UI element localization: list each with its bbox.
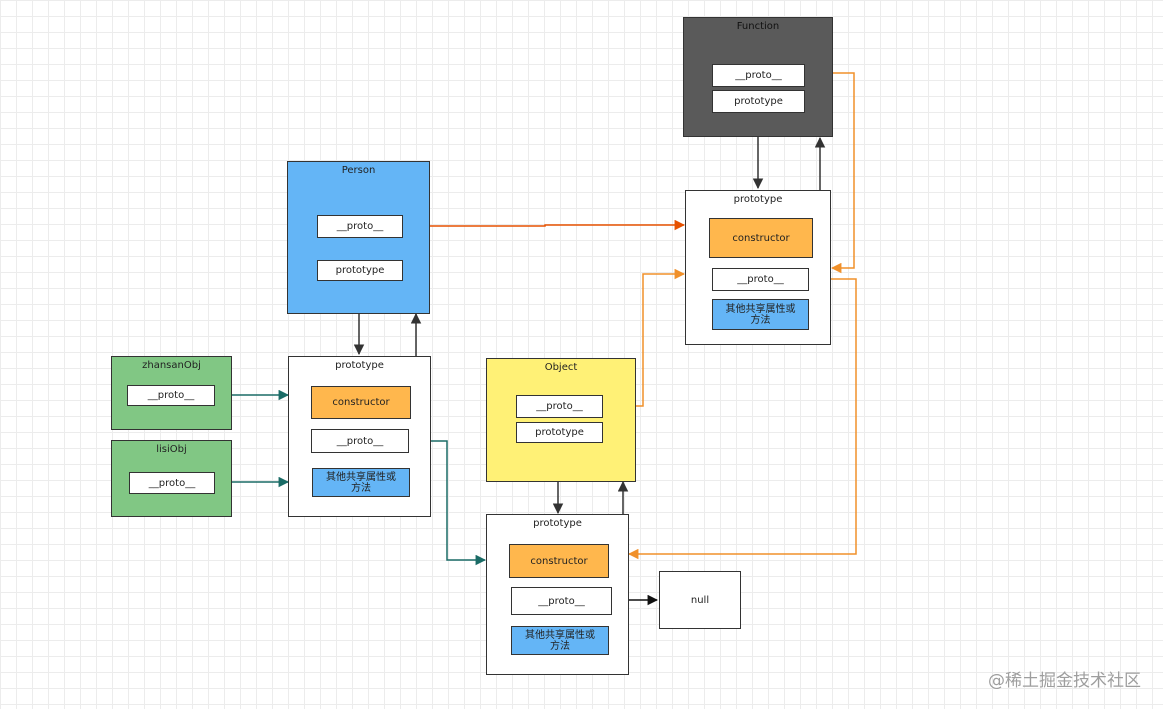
function-proto-slot[interactable]: __proto__ (712, 64, 805, 87)
function-title: Function (736, 21, 780, 32)
function-node[interactable]: Function __proto__ prototype (683, 17, 833, 137)
lisi-proto-slot[interactable]: __proto__ (129, 472, 215, 494)
person-prototype-title: prototype (335, 360, 384, 371)
person-title: Person (341, 165, 376, 176)
person-prototype-slot[interactable]: prototype (317, 260, 403, 281)
function-prototype-slot[interactable]: prototype (712, 90, 805, 113)
object-prototype-slot[interactable]: prototype (516, 422, 603, 443)
person-constructor-slot[interactable]: constructor (311, 386, 411, 419)
object-proto-slot[interactable]: __proto__ (516, 395, 603, 418)
link-person-proto (402, 219, 686, 231)
lisi-node[interactable]: lisiObj __proto__ (111, 440, 232, 517)
person-prototype-node[interactable]: prototype constructor __proto__ 其他共享属性或方… (288, 356, 431, 517)
object-prototype-node[interactable]: prototype constructor __proto__ 其他共享属性或方… (486, 514, 629, 675)
person-prototype-proto-slot[interactable]: __proto__ (311, 429, 409, 453)
function-prototype-node[interactable]: prototype constructor __proto__ 其他共享属性或方… (685, 190, 831, 345)
object-prototype-title: prototype (533, 518, 582, 529)
object-prototype-proto-slot[interactable]: __proto__ (511, 587, 612, 615)
object-shared-slot[interactable]: 其他共享属性或方法 (511, 626, 609, 655)
watermark: @稀土掘金技术社区 (988, 671, 1141, 691)
object-node[interactable]: Object __proto__ prototype (486, 358, 636, 482)
person-proto-slot[interactable]: __proto__ (317, 215, 403, 238)
object-constructor-slot[interactable]: constructor (509, 544, 609, 578)
zhansan-proto-slot[interactable]: __proto__ (127, 385, 215, 406)
zhansan-node[interactable]: zhansanObj __proto__ (111, 356, 232, 430)
function-prototype-title: prototype (733, 194, 783, 205)
null-node[interactable]: null (659, 571, 741, 629)
function-constructor-slot[interactable]: constructor (709, 218, 813, 258)
link-function-prototype-proto (627, 278, 857, 560)
lisi-title: lisiObj (156, 444, 187, 455)
object-title: Object (544, 362, 578, 373)
null-label: null (690, 594, 710, 606)
person-shared-slot[interactable]: 其他共享属性或方法 (312, 468, 410, 497)
person-node[interactable]: Person __proto__ prototype (287, 161, 430, 314)
zhansan-title: zhansanObj (142, 360, 201, 371)
function-prototype-proto-slot[interactable]: __proto__ (712, 268, 809, 291)
function-shared-slot[interactable]: 其他共享属性或方法 (712, 299, 809, 330)
